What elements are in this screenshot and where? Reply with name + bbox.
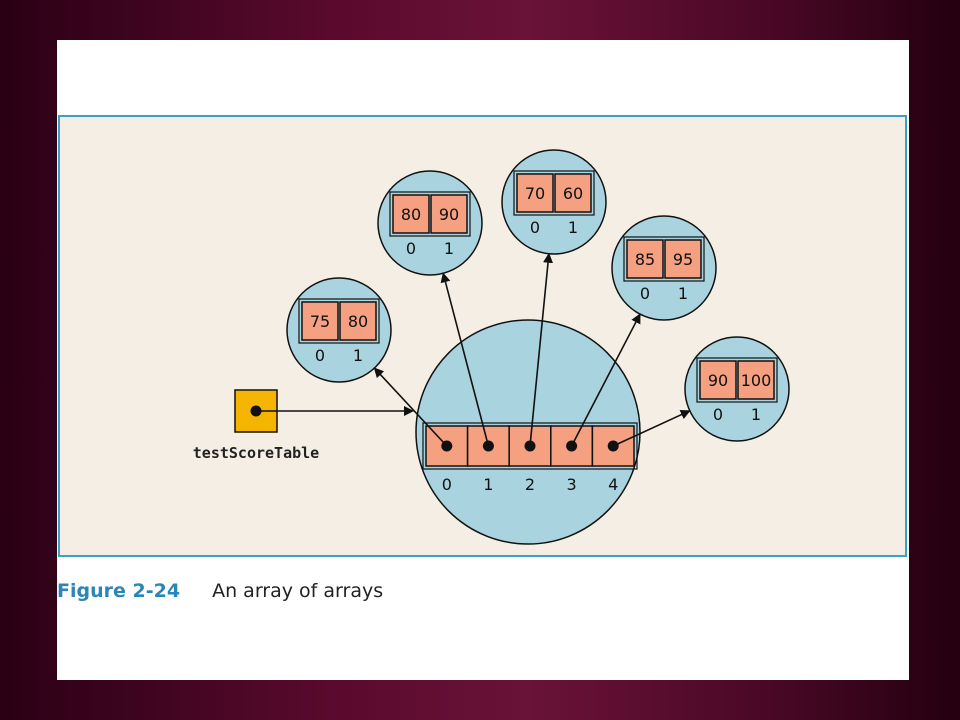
- inner-cell-value-1-1: 90: [439, 205, 459, 224]
- outer-index-0: 0: [442, 475, 452, 494]
- pointer-dot-0: [441, 440, 453, 452]
- pointer-dot-3: [566, 440, 578, 452]
- inner-cell-value-4-0: 90: [708, 371, 728, 390]
- inner-cell-4-1: [737, 360, 775, 400]
- inner-array-frame-0: [298, 298, 380, 344]
- pointer-arrow-3: [570, 313, 641, 447]
- outer-index-3: 3: [567, 475, 577, 494]
- inner-cell-3-1: [664, 239, 702, 279]
- inner-cell-value-2-0: 70: [525, 184, 545, 203]
- inner-index-1-0: 0: [406, 239, 416, 258]
- pointer-dot-2: [524, 440, 536, 452]
- inner-cell-0-0: [301, 301, 339, 341]
- inner-index-4-1: 1: [751, 405, 761, 424]
- inner-index-2-1: 1: [568, 218, 578, 237]
- outer-index-4: 4: [608, 475, 618, 494]
- caption-text: An array of arrays: [212, 580, 384, 602]
- inner-cell-1-0: [392, 194, 430, 234]
- reference-dot: [250, 405, 262, 417]
- caption-label: Figure 2-24: [57, 580, 181, 602]
- inner-index-3-1: 1: [678, 284, 688, 303]
- pointer-arrow-4: [612, 409, 691, 447]
- inner-array-frame-4: [696, 357, 778, 403]
- inner-index-2-0: 0: [530, 218, 540, 237]
- inner-array-frame-3: [623, 236, 705, 282]
- inner-array-frame-1: [389, 191, 471, 237]
- inner-index-0-0: 0: [315, 346, 325, 365]
- outer-index-1: 1: [483, 475, 493, 494]
- inner-index-1-1: 1: [444, 239, 454, 258]
- inner-index-3-0: 0: [640, 284, 650, 303]
- inner-index-0-1: 1: [353, 346, 363, 365]
- inner-array-frame-2: [513, 170, 595, 216]
- inner-cell-1-1: [430, 194, 468, 234]
- inner-index-4-0: 0: [713, 405, 723, 424]
- inner-cell-value-3-1: 95: [673, 250, 693, 269]
- pointer-dot-4: [607, 440, 619, 452]
- inner-cell-value-4-1: 100: [741, 371, 772, 390]
- inner-cell-value-2-1: 60: [563, 184, 583, 203]
- pointer-arrow-2: [529, 252, 554, 447]
- pointer-arrow-1: [440, 272, 490, 447]
- outer-index-2: 2: [525, 475, 535, 494]
- inner-cell-2-1: [554, 173, 592, 213]
- pointer-dot-1: [482, 440, 494, 452]
- inner-cell-0-1: [339, 301, 377, 341]
- inner-cell-4-0: [699, 360, 737, 400]
- variable-name-label: testScoreTable: [193, 444, 319, 462]
- inner-cell-value-1-0: 80: [401, 205, 421, 224]
- outer-array-frame: [422, 422, 638, 470]
- inner-cell-2-0: [516, 173, 554, 213]
- inner-cell-value-3-0: 85: [635, 250, 655, 269]
- inner-cell-value-0-1: 80: [348, 312, 368, 331]
- figure-caption: Figure 2-24 An array of arrays: [57, 580, 383, 602]
- inner-cell-3-0: [626, 239, 664, 279]
- inner-cell-value-0-0: 75: [310, 312, 330, 331]
